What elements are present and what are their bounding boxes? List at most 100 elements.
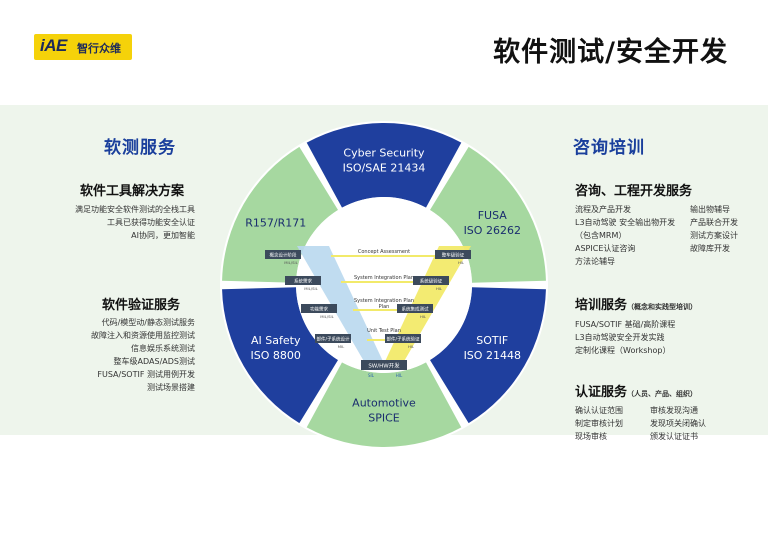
- training-line: L3自动驾驶安全开发实践: [575, 333, 665, 342]
- verify-line: 故障注入和资源使用监控测试: [91, 331, 195, 340]
- v-left-label: 部件/子系统设计: [316, 336, 350, 343]
- cert-title: 认证服务: [575, 385, 628, 400]
- v-right-box: [413, 276, 449, 285]
- consult-title: 咨询、工程开发服务: [575, 184, 693, 199]
- training-line: 定制化课程（Workshop）: [575, 346, 671, 355]
- segment-sotif: [429, 287, 546, 424]
- v-right-label: 系统级验证: [420, 278, 443, 285]
- tools-title: 软件工具解决方案: [80, 184, 185, 199]
- logo-mark: iAE: [40, 36, 67, 55]
- segment-label: SOTIF: [476, 334, 508, 347]
- consult-line: 故障库开发: [690, 244, 730, 253]
- brand-logo: iAE 智行众维: [34, 34, 132, 60]
- verify-line: 代码/模型动/静态测试服务: [101, 318, 195, 327]
- tools-line: 满足功能安全软件测试的全栈工具: [75, 205, 195, 214]
- cert-line: 确认认证范围: [575, 406, 623, 415]
- swhw-label: SW/HW开发: [368, 362, 400, 370]
- consult-line: 流程及产品开发: [575, 205, 631, 214]
- training-header: 培训服务（概念和实践型培训）: [575, 294, 697, 313]
- v-right-box: [435, 250, 471, 259]
- cert-line: 现场审核: [575, 432, 607, 441]
- segment-automotive-spice: [306, 362, 462, 447]
- bottom-tag: SIL: [368, 373, 375, 378]
- v-left-label: 概念设计阶段: [270, 252, 297, 259]
- level-label: Unit Test Plan: [367, 328, 401, 334]
- right-heading: 咨询培训: [573, 138, 645, 158]
- cert-header: 认证服务（人员、产品、组织）: [575, 381, 697, 400]
- consult-line: L3自动驾驶 安全输出物开发: [575, 218, 676, 227]
- consult-line: （包含MRM）: [575, 231, 627, 240]
- v-right-tag: HIL: [458, 260, 465, 265]
- verify-list: 代码/模型动/静态测试服务 故障注入和资源使用监控测试 信息娱乐系统测试 整车级…: [15, 316, 195, 394]
- training-list: FUSA/SOTIF 基础/高阶课程 L3自动驾驶安全开发实践 定制化课程（Wo…: [575, 318, 755, 357]
- v-right-label: 部件/子系统验证: [386, 336, 420, 343]
- logo-name: 智行众维: [77, 42, 121, 55]
- tools-list: 满足功能安全软件测试的全栈工具 工具已获得功能安全认证 AI协同，更加智能: [15, 203, 195, 242]
- v-left-box: [265, 250, 301, 259]
- training-title: 培训服务: [575, 298, 628, 313]
- bottom-tag: HIL: [396, 373, 403, 378]
- segment-label: ISO/SAE 21434: [343, 162, 426, 175]
- segment-label: Cyber Security: [343, 147, 425, 160]
- cert-line: 发现项关闭确认: [650, 419, 706, 428]
- v-left-box: [315, 334, 351, 343]
- v-right-tag: HIL: [408, 344, 415, 349]
- cert-col1: 确认认证范围 制定审核计划 现场审核: [575, 404, 655, 443]
- v-right-tag: HIL: [436, 286, 443, 291]
- v-left-tag: MIL/SIL: [304, 286, 318, 291]
- consult-col2: 输出物辅导 产品联合开发 测试方案设计 故障库开发: [690, 203, 764, 255]
- verify-line: FUSA/SOTIF 测试用例开发: [97, 370, 195, 379]
- v-left-label: 功能需求: [310, 306, 328, 313]
- consult-line: ASPICE认证咨询: [575, 244, 636, 253]
- verify-title: 软件验证服务: [102, 298, 181, 313]
- page-title: 软件测试/安全开发: [493, 37, 728, 68]
- consult-line: 输出物辅导: [690, 205, 730, 214]
- v-left-box: [301, 304, 337, 313]
- wheel-hub: [296, 197, 472, 373]
- segment-label: ISO 21448: [464, 349, 521, 362]
- v-right-box: [385, 334, 421, 343]
- v-left-box: [285, 276, 321, 285]
- consult-line: 产品联合开发: [690, 218, 738, 227]
- segment-label: R157/R171: [245, 217, 306, 230]
- segment-label: ISO 26262: [464, 224, 521, 237]
- v-right-label: 系统集成测试: [402, 306, 429, 313]
- segment-label: AI Safety: [251, 334, 301, 347]
- segment-label: ISO 8800: [251, 349, 301, 362]
- segment-fusa: [429, 146, 546, 283]
- swhw-box: [361, 360, 407, 370]
- consult-line: 方法论辅导: [575, 257, 615, 266]
- v-boxes: 概念设计阶段MIL/SIL系统需求MIL/SIL功能需求MIL/SIL部件/子系…: [265, 250, 471, 349]
- training-note: （概念和实践型培训）: [627, 303, 698, 311]
- v-left-tag: MIL: [338, 344, 345, 349]
- tools-line: AI协同，更加智能: [131, 231, 195, 240]
- level-suffix: Plan: [379, 304, 390, 310]
- v-right-box: [397, 304, 433, 313]
- v-right-tag: HIL: [420, 314, 427, 319]
- cert-line: 审核发现沟通: [650, 406, 698, 415]
- verify-line: 测试场景搭建: [147, 383, 195, 392]
- v-right-label: 整车级验证: [442, 252, 465, 259]
- v-model: Concept Assessment System Integration Pl…: [265, 246, 471, 378]
- cert-line: 制定审核计划: [575, 419, 623, 428]
- consult-col1: 流程及产品开发 L3自动驾驶 安全输出物开发 （包含MRM） ASPICE认证咨…: [575, 203, 695, 268]
- segment-label: FUSA: [478, 209, 508, 222]
- training-line: FUSA/SOTIF 基础/高阶课程: [575, 320, 676, 329]
- wheel-segments: [222, 123, 546, 447]
- level-label: Concept Assessment: [358, 249, 410, 255]
- segment-label: SPICE: [368, 412, 400, 425]
- consult-line: 测试方案设计: [690, 231, 738, 240]
- verify-line: 信息娱乐系统测试: [131, 344, 195, 353]
- v-left-tag: MIL/SIL: [320, 314, 334, 319]
- left-heading: 软测服务: [104, 138, 176, 158]
- cert-col2: 审核发现沟通 发现项关闭确认 颁发认证证书: [650, 404, 750, 443]
- cert-line: 颁发认证证书: [650, 432, 698, 441]
- verify-line: 整车级ADAS/ADS测试: [113, 357, 195, 366]
- v-left-tag: MIL/SIL: [284, 260, 298, 265]
- level-label: System Integration Plan: [354, 275, 414, 281]
- cert-note: （人员、产品、组织）: [627, 390, 698, 398]
- v-left-label: 系统需求: [294, 278, 312, 285]
- segment-ai-safety: [222, 287, 339, 424]
